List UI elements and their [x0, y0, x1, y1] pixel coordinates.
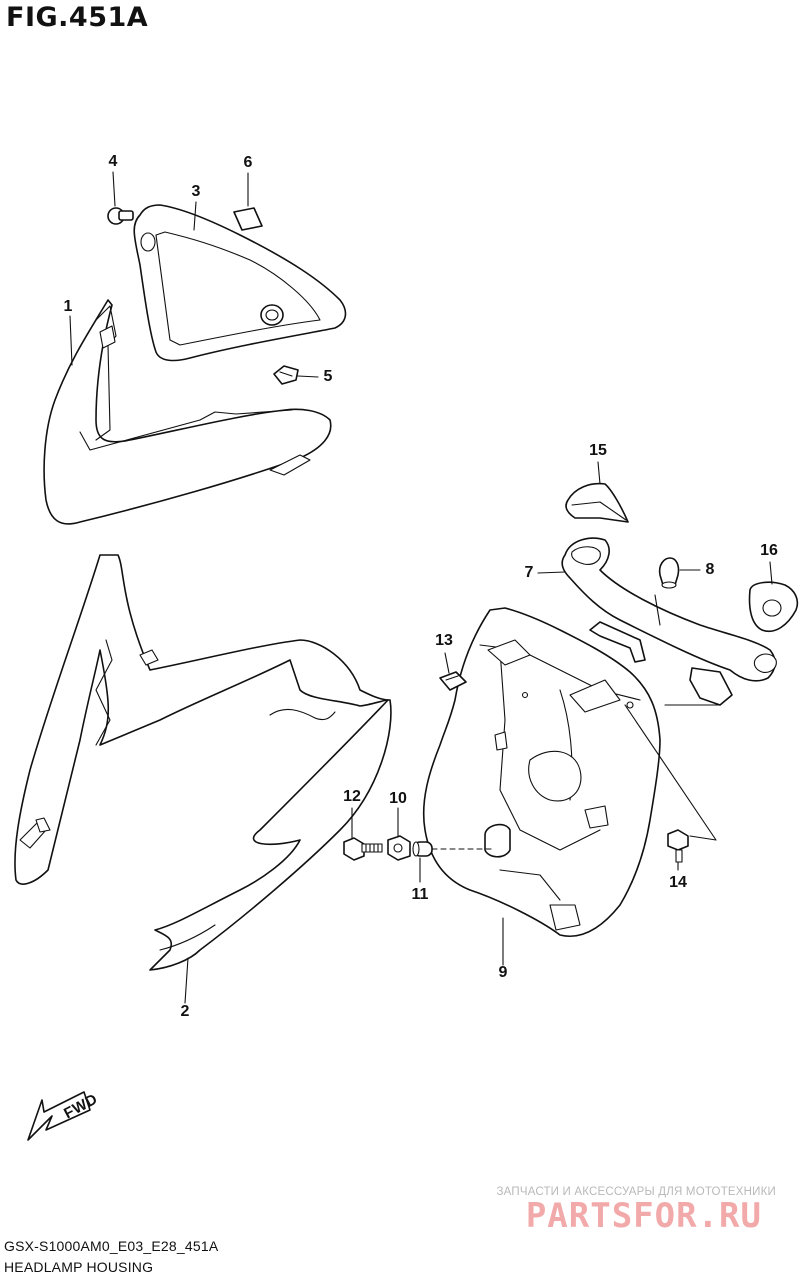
callout-16: 16	[760, 542, 778, 559]
part-16-cap	[748, 581, 799, 632]
part-8-grommet	[658, 557, 680, 589]
part-2-side-fairing	[14, 554, 392, 971]
figure-caption: HEADLAMP HOUSING	[4, 1259, 154, 1275]
callout-8: 8	[705, 561, 715, 578]
callout-11: 11	[411, 886, 429, 903]
callout-2: 2	[180, 1003, 190, 1020]
callout-14: 14	[669, 874, 687, 891]
callout-12: 12	[343, 788, 361, 805]
part-15-cap	[565, 482, 629, 523]
part-1-cowl	[43, 299, 332, 525]
watermark-tagline: ЗАПЧАСТИ И АКСЕССУАРЫ ДЛЯ МОТОТЕХНИКИ	[496, 1186, 776, 1198]
part-10-nut	[387, 835, 411, 861]
part-12-bolt	[343, 837, 383, 861]
callout-3: 3	[191, 183, 201, 200]
part-5-clip	[273, 365, 299, 385]
callout-4: 4	[108, 153, 118, 170]
model-code: GSX-S1000AM0_E03_E28_451A	[4, 1238, 219, 1254]
fwd-label: FWD	[61, 1090, 101, 1123]
part-14-bolt	[667, 829, 689, 863]
part-13-clip-nut	[439, 671, 467, 691]
fwd-arrow-icon	[27, 1091, 91, 1141]
part-4-screw	[107, 207, 134, 225]
figure-title: FIG.451A	[6, 2, 149, 33]
part-11-collar	[412, 841, 433, 857]
part-3-inner-panel	[133, 204, 347, 362]
callout-6: 6	[243, 154, 253, 171]
part-9-housing-bracket	[422, 607, 661, 937]
callout-13: 13	[435, 632, 453, 649]
fwd-direction-marker: FWD	[28, 1088, 101, 1144]
callout-15: 15	[589, 442, 607, 459]
callout-10: 10	[389, 790, 407, 807]
part-7-stay	[561, 537, 777, 706]
callout-7: 7	[524, 564, 534, 581]
callout-5: 5	[323, 368, 333, 385]
part-6-label	[233, 207, 263, 231]
watermark-logo: PARTSFOR.RU	[525, 1196, 762, 1236]
callout-9: 9	[498, 964, 508, 981]
callout-1: 1	[63, 298, 73, 315]
